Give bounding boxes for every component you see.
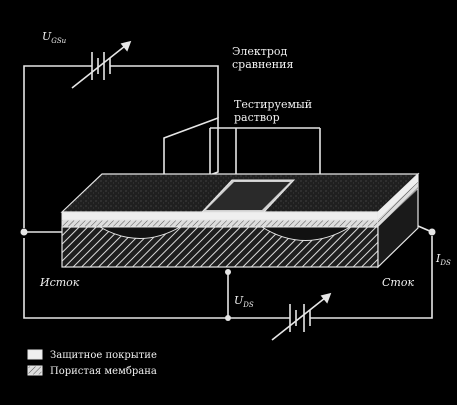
- drain-label: Сток: [382, 276, 414, 289]
- legend-label-membrane: Пористая мембрана: [50, 366, 157, 377]
- legend-swatch-coating: [27, 349, 43, 360]
- wire-right-drain: [340, 236, 433, 319]
- test-solution-label-2: раствор: [234, 111, 280, 124]
- uds-node: [225, 315, 231, 321]
- wire-left-gate: [23, 65, 60, 228]
- wire-left-bottom: [23, 238, 228, 319]
- source-region: [98, 226, 182, 239]
- legend-label-coating: Защитное покрытие: [50, 350, 157, 361]
- wire-gate-to-electrode: [140, 65, 219, 118]
- drain-region: [260, 226, 352, 241]
- terminals: [20, 225, 436, 321]
- test-solution-vessel: [209, 127, 321, 182]
- gate-voltage-source: [60, 40, 140, 89]
- variable-arrow: [71, 41, 131, 89]
- circuit-wires: [23, 65, 433, 319]
- drain-voltage-source: [268, 292, 340, 341]
- ref-electrode-label-1: Электрод: [232, 45, 288, 58]
- test-solution-label-1: Тестируемый: [234, 98, 312, 111]
- source-label: Исток: [39, 276, 80, 289]
- porous-membrane-layer: [61, 219, 379, 228]
- uds-label: UDS: [234, 294, 254, 309]
- isfet-device: [60, 172, 420, 269]
- legend-swatch-membrane: [27, 365, 43, 376]
- legend: Защитное покрытие Пористая мембрана: [27, 349, 157, 377]
- protective-coating-layer: [61, 211, 379, 221]
- variable-arrow-uds: [271, 293, 331, 341]
- substrate-terminal: [225, 269, 231, 275]
- ugsu-label: UGSu: [42, 30, 67, 45]
- ids-label: IDS: [435, 252, 451, 267]
- ref-electrode-label-2: сравнения: [232, 58, 293, 71]
